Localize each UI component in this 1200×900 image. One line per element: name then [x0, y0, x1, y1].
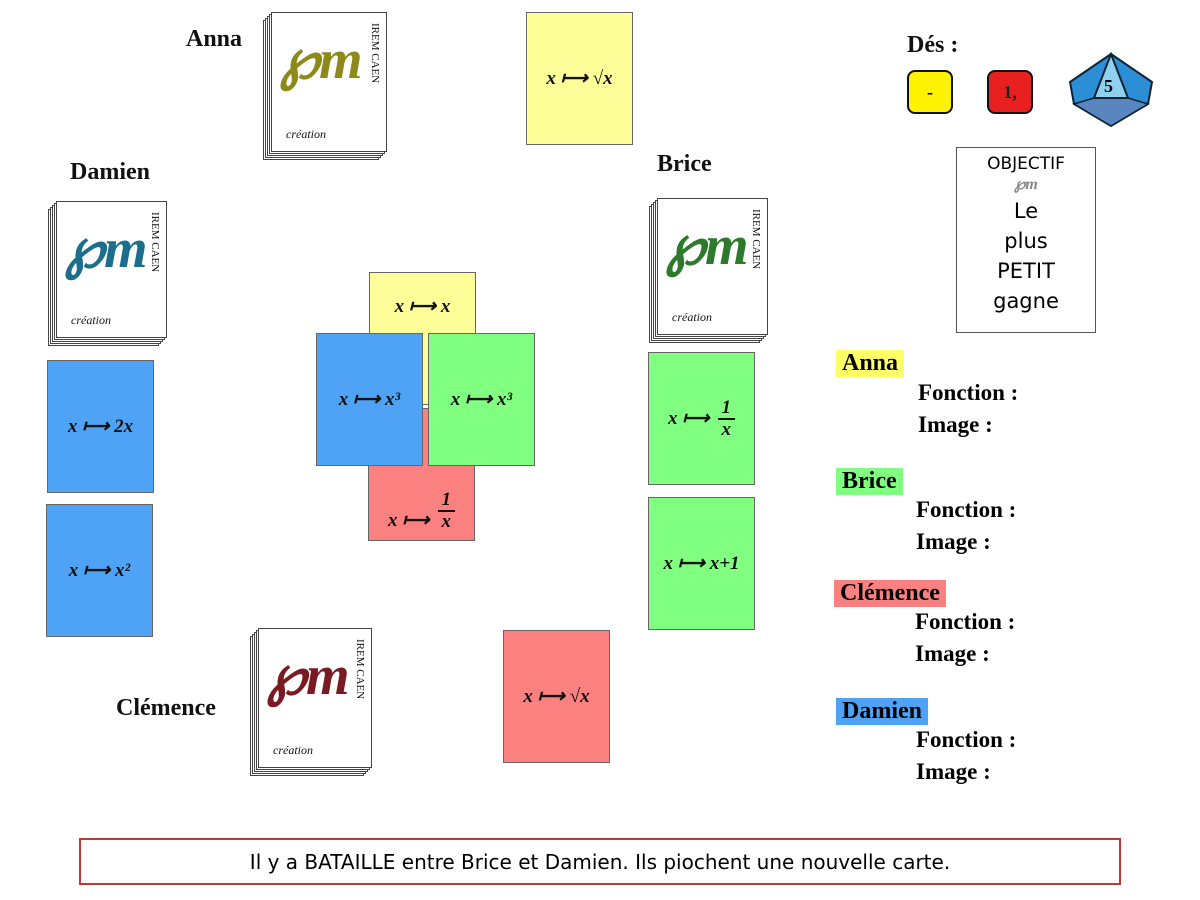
- card-damien-1[interactable]: x ⟼ 2x: [47, 360, 154, 493]
- panel-image-brice: Image :: [916, 529, 991, 554]
- panel-label-clemence: Clémence: [834, 580, 946, 607]
- panel-fonction-clemence: Fonction :: [915, 609, 1016, 634]
- panel-label-damien: Damien: [836, 698, 928, 725]
- card-clemence[interactable]: x ⟼ √x: [503, 630, 610, 763]
- objective-title: OBJECTIF: [987, 154, 1065, 174]
- card-brice-2[interactable]: x ⟼ x+1: [648, 497, 755, 630]
- card-center-damien[interactable]: x ⟼ x³: [316, 333, 423, 466]
- objective-line: plus: [1004, 229, 1048, 253]
- d10-value: 5: [1104, 76, 1113, 96]
- player-name-damien: Damien: [70, 159, 150, 185]
- card-formula: x ⟼: [668, 408, 710, 429]
- panel-label-brice: Brice: [836, 468, 903, 495]
- die-d10[interactable]: 5: [1068, 51, 1154, 128]
- objective-line: gagne: [993, 289, 1059, 313]
- panel-fonction-damien: Fonction :: [916, 727, 1017, 752]
- panel-label-anna: Anna: [836, 350, 905, 377]
- card-anna[interactable]: x ⟼ √x: [526, 12, 633, 145]
- card-formula: x ⟼: [388, 510, 430, 531]
- panel-fonction-anna: Fonction :: [918, 380, 1019, 405]
- card-damien-2[interactable]: x ⟼ x²: [46, 504, 153, 637]
- die-red[interactable]: 1,: [987, 70, 1033, 114]
- card-center-brice[interactable]: x ⟼ x³: [428, 333, 535, 466]
- status-message: Il y a BATAILLE entre Brice et Damien. I…: [79, 838, 1121, 885]
- panel-image-damien: Image :: [916, 759, 991, 784]
- player-name-anna: Anna: [186, 26, 243, 52]
- dice-label: Dés :: [907, 32, 959, 58]
- die-yellow[interactable]: -: [907, 70, 953, 114]
- player-name-brice: Brice: [657, 151, 712, 177]
- irem-logo-small: ℘m: [1014, 176, 1038, 193]
- panel-image-clemence: Image :: [915, 641, 990, 666]
- objective-box: OBJECTIF ℘m Le plus PETIT gagne: [956, 147, 1096, 333]
- player-name-clemence: Clémence: [116, 695, 216, 721]
- objective-line: Le: [1013, 199, 1039, 223]
- panel-fonction-brice: Fonction :: [916, 497, 1017, 522]
- objective-line: PETIT: [997, 259, 1055, 283]
- d10-icon: [1068, 51, 1154, 128]
- panel-image-anna: Image :: [918, 412, 993, 437]
